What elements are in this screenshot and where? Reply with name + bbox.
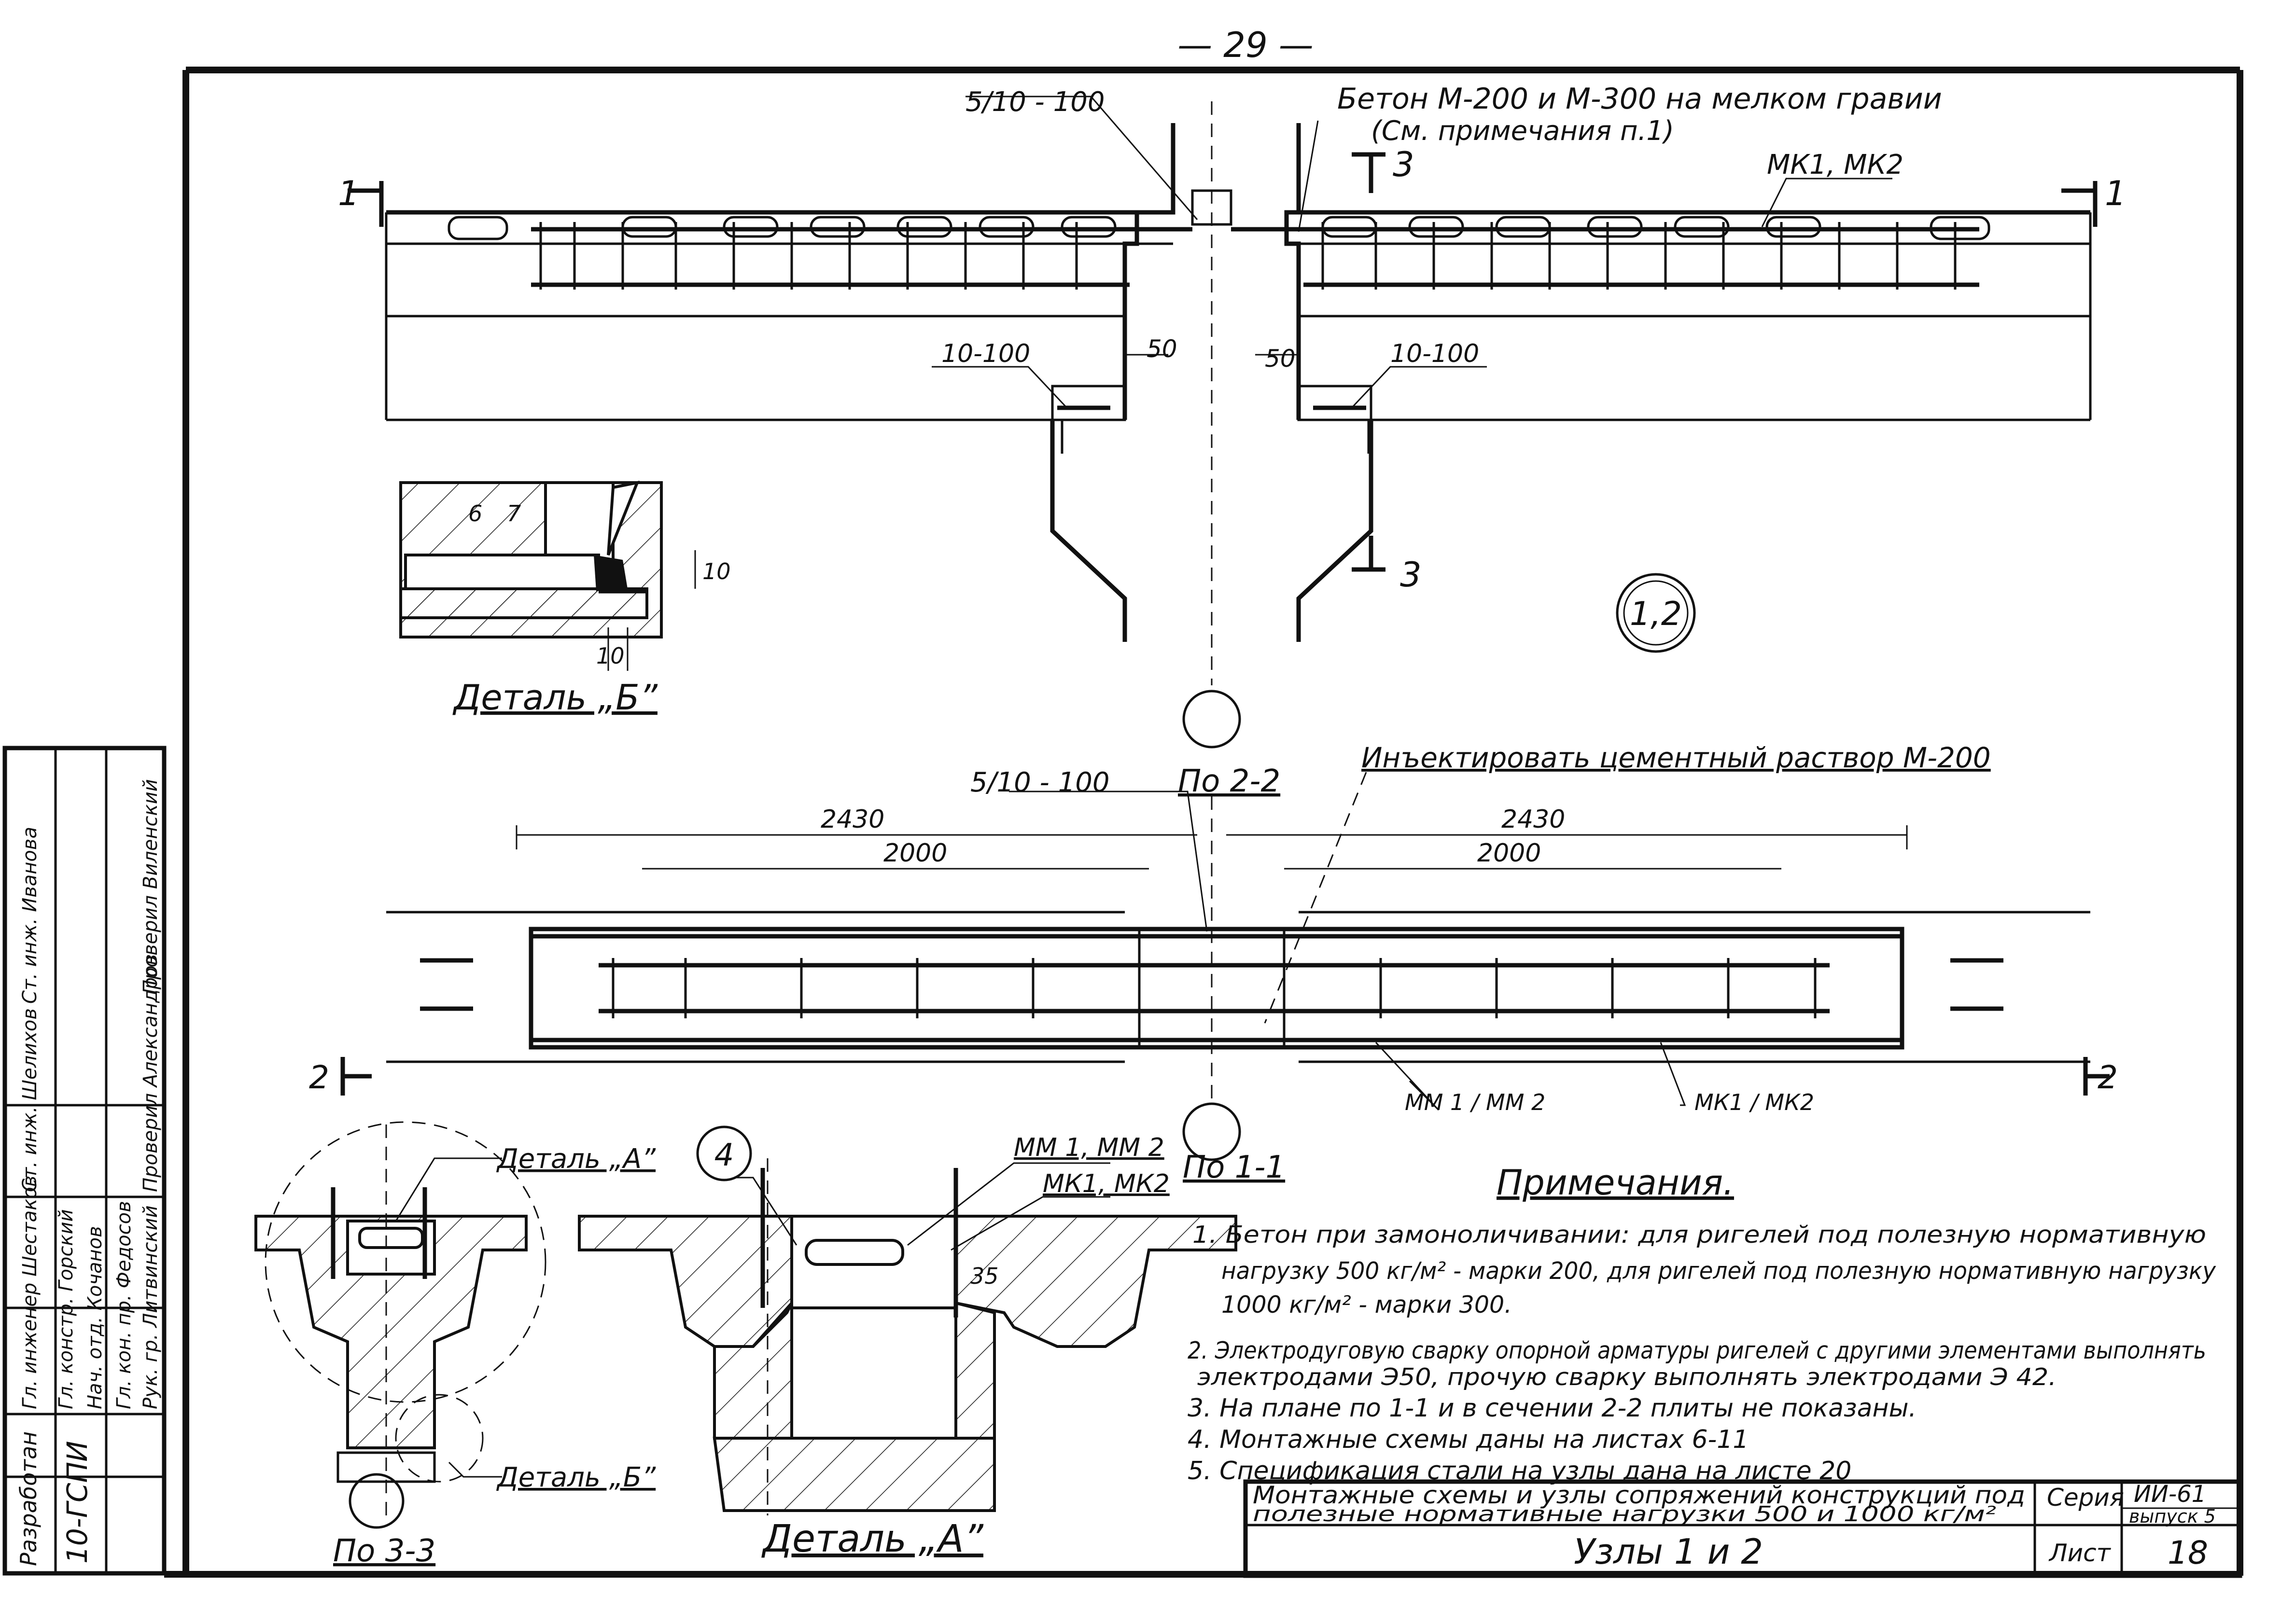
note-line-2: нагрузку 500 кг/м² - марки 200, для риге… (1221, 1257, 2216, 1285)
inject-note: Инъектировать цементный раствор М-200 (1361, 741, 1991, 774)
section-mark-3-bottom: 3 (1352, 536, 1422, 595)
svg-text:2: 2 (309, 1059, 329, 1096)
title-description-1: Монтажные схемы и узлы сопряжений констр… (1253, 1481, 2025, 1509)
dim-50-left: 50 (1147, 335, 1177, 363)
section-mark-2-right: 2 (2083, 1057, 2118, 1096)
bar-label-mid: 5/10 - 100 (970, 767, 1109, 798)
dim-2430-left: 2430 (821, 805, 884, 834)
sheet-label: Лист (2048, 1539, 2112, 1567)
note-line-6: 3. На плане по 1-1 и в сечении 2-2 плиты… (1188, 1394, 1917, 1423)
mk-detail-a: МК1, МК2 (1043, 1169, 1170, 1198)
mm-label: ММ 1 / ММ 2 (1405, 1089, 1545, 1115)
axis-bubble-plan (1182, 1102, 1241, 1161)
svg-text:3: 3 (1400, 555, 1422, 595)
view-label-2-2: По 2-2 (1178, 763, 1280, 799)
page-number: — 29 — (1177, 25, 1313, 65)
section-mark-1-right: 1 (2061, 174, 2127, 227)
section-mark-3-top: 3 (1352, 145, 1414, 193)
stamp-row-9: Проверил Виленский (140, 779, 162, 994)
axis-bubble-top (1182, 690, 1241, 749)
note-line-4: 2. Электродуговую сварку опорной арматур… (1188, 1337, 2206, 1364)
sheet-title: Узлы 1 и 2 (1574, 1531, 1763, 1572)
note-line-1: 1. Бетон при замоноличивании: для ригеле… (1192, 1221, 2206, 1249)
note-line-3: 1000 кг/м² - марки 300. (1221, 1291, 1512, 1319)
stamp-row-5: Рук. гр. Литвинский (140, 1206, 162, 1409)
section-3-3-view (254, 1121, 546, 1529)
section-mark-2-left: 2 (309, 1057, 372, 1096)
stamp-row-7: Ст. инж. Иванова (19, 827, 41, 1004)
svg-text:3: 3 (1393, 145, 1414, 184)
node-number-4: 4 (696, 1125, 752, 1181)
stamp-row-2: Гл. констр. Горский (55, 1209, 77, 1409)
dim-6: 6 (468, 500, 482, 527)
dim-2000-left: 2000 (883, 839, 947, 868)
plan-1-1-view (386, 791, 2090, 1161)
section-mark-1-left: 1 (338, 174, 384, 227)
title-block (1243, 1479, 2242, 1578)
svg-text:1,2: 1,2 (1630, 595, 1682, 633)
sheet-number: 18 (2168, 1534, 2208, 1571)
stamp-row-3: Нач. отд. Кочанов (84, 1226, 106, 1409)
svg-text:2: 2 (2098, 1059, 2118, 1096)
detail-b-drawing (399, 480, 696, 671)
signature-stamp (2, 746, 167, 1576)
bar-label-top: 5/10 - 100 (966, 86, 1105, 118)
mk-label-top: МК1, МК2 (1767, 149, 1903, 180)
dim-10-detail: 10 (702, 558, 731, 584)
dim-7: 7 (507, 500, 521, 527)
stamp-developed: Разработан (15, 1431, 42, 1566)
mm-detail-a: ММ 1, ММ 2 (1014, 1133, 1164, 1162)
dim-50-right: 50 (1265, 345, 1296, 373)
svg-text:1: 1 (338, 174, 360, 213)
stamp-row-8: Проверил Александров (140, 954, 162, 1192)
view-label-1-1: По 1-1 (1183, 1150, 1285, 1185)
issue-value: выпуск 5 (2129, 1506, 2216, 1527)
title-description-2: полезные нормативные нагрузки 500 и 1000… (1253, 1502, 1996, 1527)
section-2-2-view (385, 96, 2092, 749)
bar-label-10-100-right: 10-100 (1390, 339, 1479, 368)
stamp-row-1: Гл. инженер Шестаков (19, 1176, 41, 1409)
detail-a-title: Деталь „А” (761, 1517, 984, 1561)
mk-label-bottom: МК1 / МК2 (1694, 1089, 1814, 1115)
concrete-note-line1: Бетон М-200 и М-300 на мелком гравии (1337, 82, 1942, 116)
note-line-7: 4. Монтажные схемы даны на листах 6-11 (1188, 1425, 1749, 1454)
svg-text:4: 4 (714, 1138, 734, 1173)
notes-block: Примечания. 1. Бетон при замоноличивании… (1188, 1162, 2216, 1485)
dim-10-detail-b: 10 (596, 643, 625, 669)
svg-text:1: 1 (2105, 174, 2127, 213)
concrete-note-line2: (См. примечания п.1) (1371, 115, 1674, 147)
stamp-row-6: Ст. инж. Шелихов (19, 1008, 41, 1192)
bar-label-10-100-left: 10-100 (941, 339, 1030, 368)
detail-a-ref: Деталь „А” (496, 1143, 656, 1175)
node-number-1-2: 1,2 (1616, 573, 1696, 653)
stamp-row-4: Гл. кон. пр. Федосов (113, 1201, 135, 1409)
detail-b-ref: Деталь „Б” (496, 1462, 656, 1493)
view-label-3-3: По 3-3 (333, 1533, 435, 1569)
dim-35: 35 (970, 1263, 999, 1289)
stamp-org: 10-ГСПИ (61, 1441, 94, 1564)
dim-2000-right: 2000 (1477, 839, 1541, 868)
detail-b-title: Деталь „Б” (452, 677, 658, 718)
notes-heading: Примечания. (1497, 1162, 1734, 1203)
detail-a-drawing (578, 1158, 1237, 1515)
note-line-5: электродами Э50, прочую сварку выполнять… (1197, 1363, 2057, 1391)
series-label: Серия (2047, 1484, 2124, 1512)
dim-2430-right: 2430 (1501, 805, 1565, 834)
axis-bubble-3-3 (349, 1473, 405, 1529)
series-value: ИИ-61 (2134, 1481, 2206, 1508)
